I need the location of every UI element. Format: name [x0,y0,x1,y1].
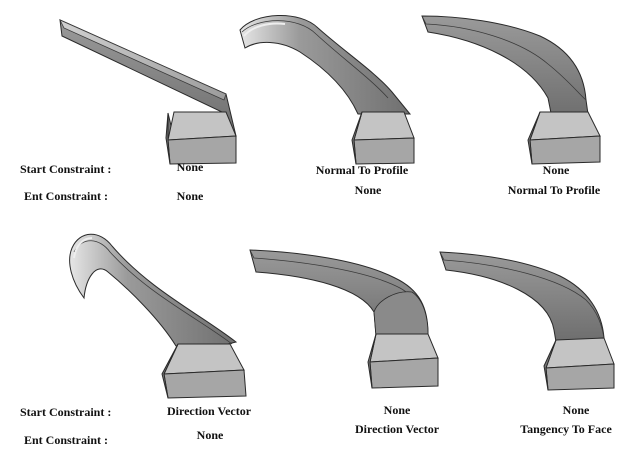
sweep-top-face [59,19,227,101]
shape6-end-value: Tangency To Face [520,422,612,436]
shape5-start-value: None [383,403,411,417]
base-left [351,111,363,165]
base-left [165,112,171,165]
row2-end-constraint-label: Ent Constraint : [24,433,109,447]
base-top [369,333,439,363]
sweep-shape-2 [239,15,415,165]
shape6-start-value: None [562,403,590,417]
base-left [527,111,541,165]
base-front [353,137,415,165]
base-front [369,357,439,389]
sweep-shape-6 [439,251,615,391]
sweep-shape-1 [59,19,237,165]
shape1-start-value: None [176,160,204,174]
sweep-shape-5 [249,249,439,389]
shape4-start-value: Direction Vector [166,404,252,418]
sweep-shape-3 [421,15,601,165]
shape3-end-value: Normal To Profile [507,183,601,197]
base-top [529,111,601,141]
sweep-highlight [73,237,93,259]
base-left [367,333,377,389]
shape2-start-value: Normal To Profile [315,163,409,177]
sweep-bend-shade [373,291,429,337]
shape2-end-value: None [354,183,382,197]
sweep-body [439,251,605,343]
sweep-top-edge [73,240,233,345]
sweep-body [239,15,412,115]
base-front [529,135,601,165]
base-top [167,111,237,141]
base-top [353,111,415,141]
sweep-top-edge [241,20,389,99]
shape3-start-value: None [542,163,570,177]
row2-start-constraint-label: Start Constraint : [20,405,112,419]
sweep-top-face [421,15,587,101]
base-top [545,337,615,369]
sweep-shape-4 [69,233,247,399]
base-front [163,369,247,399]
base-left [161,343,179,399]
shape1-end-value: None [176,189,204,203]
row1-start-constraint-label: Start Constraint : [20,162,112,176]
sweep-highlight [243,22,286,37]
sweep-body [421,15,589,119]
shape4-end-value: None [196,428,224,442]
base-front [545,363,615,391]
row1-end-constraint-label: Ent Constraint : [24,189,109,203]
shape5-end-value: Direction Vector [354,422,440,436]
base-left [543,339,557,391]
sweep-top-face [439,251,605,339]
